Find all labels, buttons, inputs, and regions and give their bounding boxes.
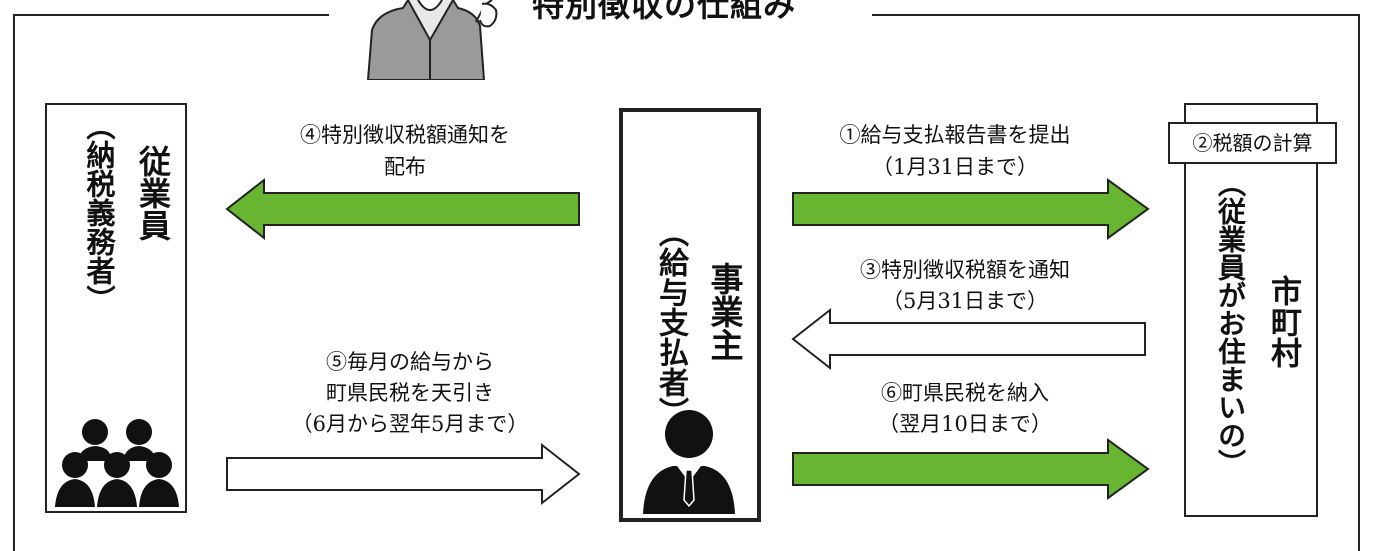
step5-arrow-right-icon [226,442,581,506]
frame-left [13,14,15,551]
step6-label-line2: （翌月10日まで） [878,412,1052,436]
frame-top-left [13,14,329,16]
group-of-people-icon [55,419,179,507]
step4-label-line2: 配布 [384,155,426,179]
presenter-illustration-icon [366,0,498,80]
municipality-subtitle: （従業員がお住まいの） [1214,169,1247,477]
municipality-name: 市町村 [1265,275,1301,368]
tax-calculation-note: ②税額の計算 [1168,122,1337,164]
frame-top-right [872,14,1360,16]
step4-arrow-left-icon [225,177,580,241]
diagram-title: 特別徴収の仕組み [532,0,797,24]
step5-label-line1: ⑤毎月の給与から [326,350,494,374]
employee-name: 従業員 [134,145,172,241]
municipality-box: 市町村 （従業員がお住まいの） [1184,103,1318,517]
employer-subtitle: （給与支払者） [653,217,688,427]
step1-arrow-right-icon [792,178,1150,240]
step3-label-line1: ③特別徴収税額を通知 [860,258,1070,282]
businessman-icon [643,410,735,514]
employer-box: 事業主 （給与支払者） [619,108,761,522]
step1-label-line2: （1月31日まで） [871,155,1039,179]
employee-subtitle: （納税義務者） [82,111,116,314]
employer-name: 事業主 [705,262,744,361]
step3-arrow-left-icon [791,307,1146,371]
step4-label-line1: ④特別徴収税額通知を [300,123,510,147]
step6-label-line1: ⑥町県民税を納入 [881,381,1049,405]
employee-box: 従業員 （納税義務者） [45,103,187,513]
step6-arrow-right-icon [792,438,1150,500]
step5-label-line2: 町県民税を天引き [326,381,494,405]
step1-label-line1: ①給与支払報告書を提出 [839,123,1071,147]
step5-label-line3: （6月から翌年5月まで） [291,412,529,436]
step3-label-line2: （5月31日まで） [881,289,1049,313]
frame-right [1358,14,1360,551]
